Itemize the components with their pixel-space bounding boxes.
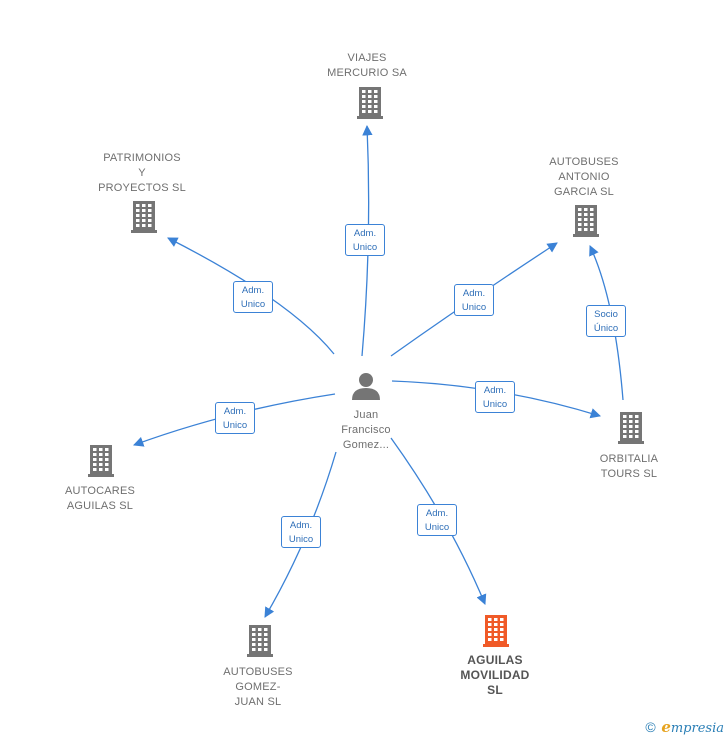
company-name-orbitalia[interactable]: ORBITALIA TOURS SL <box>599 453 659 480</box>
building-icon-patrimonios[interactable] <box>131 201 157 233</box>
company-name-aguilas[interactable]: AGUILAS MOVILIDAD SL <box>460 653 530 697</box>
company-name-patrimonios[interactable]: PATRIMONIOS Y PROYECTOS SL <box>98 152 186 194</box>
relation-label[interactable]: Adm. Unico <box>454 284 494 316</box>
relation-label[interactable]: Adm. Unico <box>345 224 385 256</box>
company-name-autobuses-antonio[interactable]: AUTOBUSES ANTONIO GARCIA SL <box>549 156 619 198</box>
brand-initial: e <box>661 718 671 736</box>
highlighted-building-icon-aguilas[interactable] <box>483 615 509 647</box>
company-name-autobuses-gomez[interactable]: AUTOBUSES GOMEZ- JUAN SL <box>223 666 293 708</box>
relation-label[interactable]: Adm. Unico <box>417 504 457 536</box>
person-name[interactable]: Juan Francisco Gomez... <box>341 409 391 451</box>
copyright-symbol: © <box>645 719 656 735</box>
building-icon-viajes[interactable] <box>357 87 383 119</box>
building-icon-autocares[interactable] <box>88 445 114 477</box>
building-icon-autobuses-gomez[interactable] <box>247 625 273 657</box>
relation-label[interactable]: Adm. Unico <box>233 281 273 313</box>
building-icon-orbitalia[interactable] <box>618 412 644 444</box>
footer-brand: © empresia <box>645 718 724 736</box>
company-name-viajes[interactable]: VIAJES MERCURIO SA <box>327 52 407 79</box>
brand-name: mpresia <box>670 721 724 736</box>
building-icon-autobuses-antonio[interactable] <box>573 205 599 237</box>
person-icon[interactable] <box>352 373 380 400</box>
relation-label[interactable]: Adm. Unico <box>475 381 515 413</box>
company-name-autocares[interactable]: AUTOCARES AGUILAS SL <box>64 485 136 512</box>
relation-label[interactable]: Adm. Unico <box>281 516 321 548</box>
relation-label[interactable]: Adm. Unico <box>215 402 255 434</box>
relation-label[interactable]: Socio Único <box>586 305 626 337</box>
